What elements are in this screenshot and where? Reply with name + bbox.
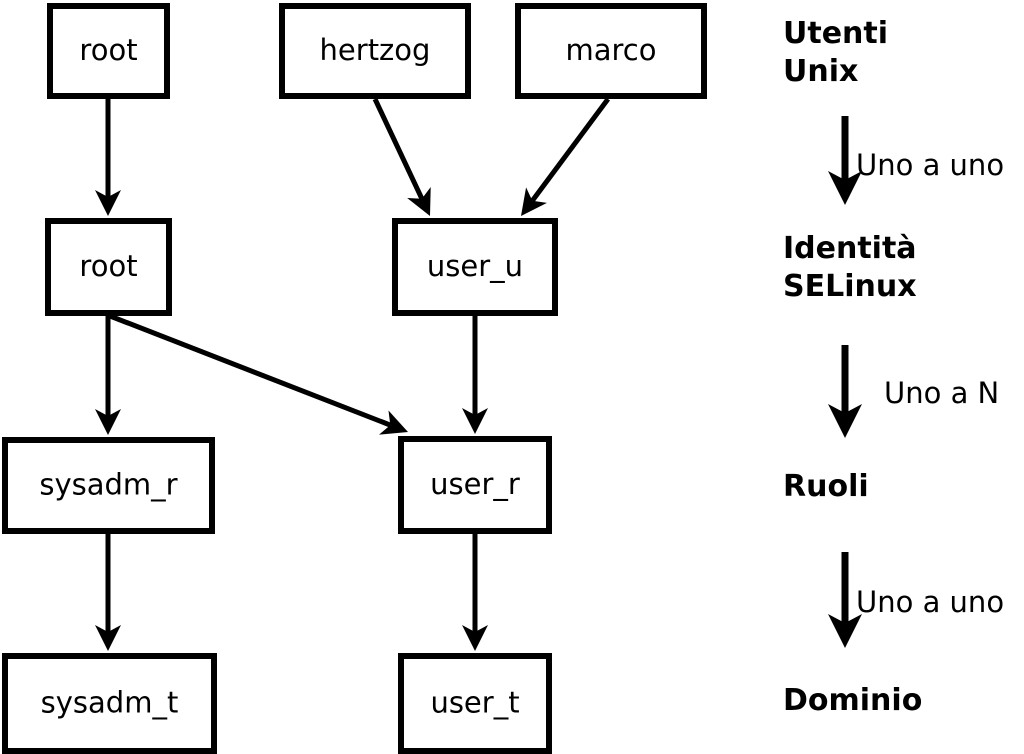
legend-stage-line: Dominio — [783, 683, 922, 718]
node-role-sysadm-r[interactable]: sysadm_r — [2, 437, 215, 534]
node-label: sysadm_r — [39, 468, 177, 502]
edge-line — [530, 97, 611, 203]
node-label: user_t — [430, 686, 519, 720]
arrow-head-icon — [521, 187, 547, 216]
edge-unix-hertzog-to-ident-user-u — [372, 97, 431, 216]
node-label: root — [79, 249, 137, 283]
edge-unix-root-to-ident-root — [95, 99, 121, 216]
node-box[interactable] — [398, 653, 552, 754]
node-label: user_u — [427, 249, 523, 283]
nodes-layer: root hertzog marco root user_u sysadm_r user_r… — [2, 3, 707, 754]
arrow-head-icon — [95, 625, 121, 651]
node-label: user_r — [430, 467, 520, 501]
legend-stage-line: Ruoli — [783, 469, 869, 504]
node-box[interactable] — [279, 3, 471, 99]
arrow-head-icon — [379, 410, 408, 435]
edge-line — [372, 97, 425, 200]
legend-stage-roles: Ruoli — [783, 469, 869, 504]
legend-relation-roles-to-domain: Uno a uno — [828, 552, 1004, 648]
arrow-head-icon — [462, 408, 488, 434]
node-box[interactable] — [392, 218, 558, 316]
legend-stage-line: Unix — [783, 54, 858, 89]
edge-ident-root-to-role-sysadm-r — [95, 316, 121, 435]
node-unix-hertzog[interactable]: hertzog — [279, 3, 471, 99]
arrow-head-icon — [95, 190, 121, 216]
node-box[interactable] — [47, 3, 170, 99]
edge-ident-user-u-to-role-user-r — [462, 316, 488, 434]
arrow-head-icon — [95, 409, 121, 435]
legend-arrow-head-icon — [828, 171, 862, 205]
legend-stage-domain: Dominio — [783, 683, 922, 718]
arrow-head-icon — [462, 625, 488, 651]
node-label: sysadm_t — [41, 686, 179, 720]
legend-relation-label: Uno a uno — [856, 148, 1004, 182]
legend-arrow-head-icon — [828, 614, 862, 648]
legend-relation-label: Uno a N — [884, 376, 999, 410]
node-ident-user-u[interactable]: user_u — [392, 218, 558, 316]
edge-line — [109, 313, 392, 428]
node-box[interactable] — [2, 653, 217, 754]
node-box[interactable] — [2, 437, 215, 534]
node-label: marco — [566, 33, 657, 67]
legend-stage-line: Identità — [783, 231, 917, 266]
edge-ident-root-to-role-user-r — [109, 313, 408, 435]
node-ident-root[interactable]: root — [45, 218, 172, 316]
legend-arrow-head-icon — [828, 404, 862, 438]
node-box[interactable] — [398, 436, 552, 534]
edges-layer — [95, 97, 611, 651]
node-dom-user-t[interactable]: user_t — [398, 653, 552, 754]
node-dom-sysadm-t[interactable]: sysadm_t — [2, 653, 217, 754]
node-label: root — [79, 33, 137, 67]
legend-relation-identity-to-roles: Uno a N — [828, 345, 999, 438]
legend-stage-line: Utenti — [783, 16, 888, 51]
edge-role-user-r-to-dom-user-t — [462, 534, 488, 651]
legend-relation-unix-to-identity: Uno a uno — [828, 116, 1004, 205]
edge-role-sysadm-r-to-dom-sysadm-t — [95, 534, 121, 651]
legend-stage-line: SELinux — [783, 269, 917, 304]
node-role-user-r[interactable]: user_r — [398, 436, 552, 534]
arrow-head-icon — [407, 186, 431, 216]
edge-unix-marco-to-ident-user-u — [521, 97, 611, 216]
node-unix-root[interactable]: root — [47, 3, 170, 99]
node-unix-marco[interactable]: marco — [515, 3, 707, 99]
node-box[interactable] — [515, 3, 707, 99]
node-box[interactable] — [45, 218, 172, 316]
legend-relation-label: Uno a uno — [856, 585, 1004, 619]
node-label: hertzog — [320, 33, 431, 67]
